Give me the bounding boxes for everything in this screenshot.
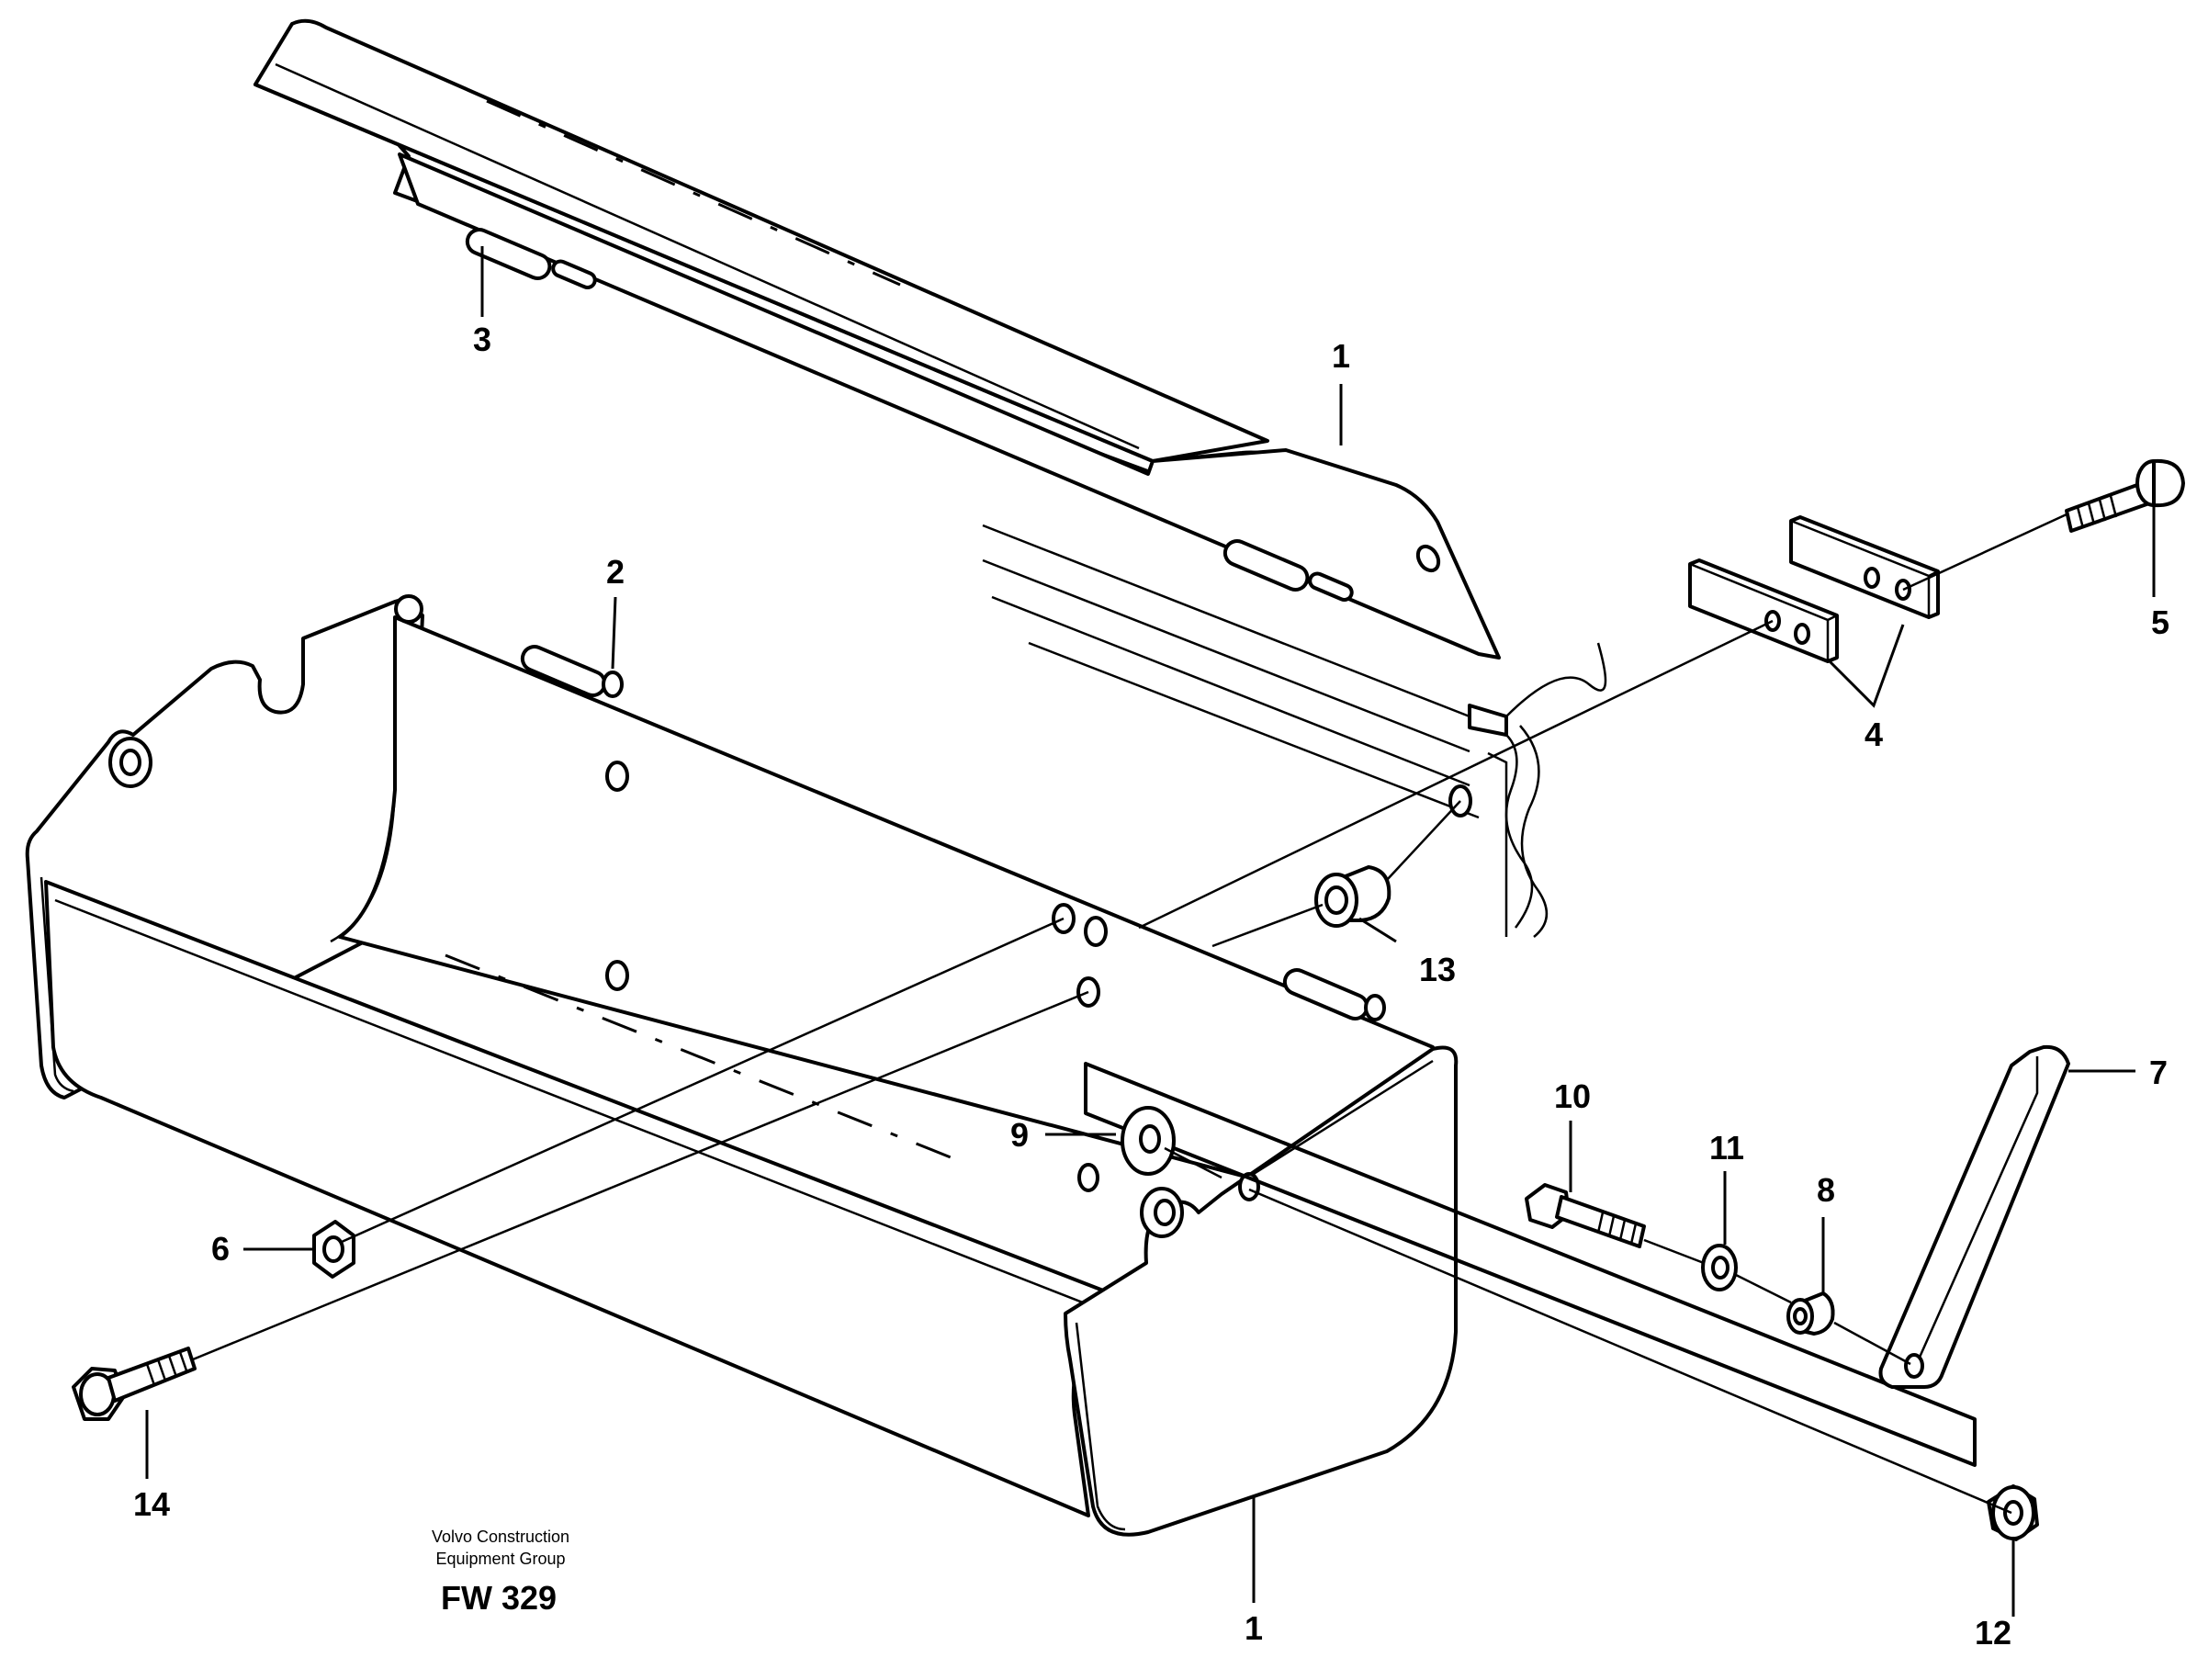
tray-part [25,594,1977,1537]
callout-9: 9 [1010,1116,1029,1154]
callout-1-bottom: 1 [1245,1609,1263,1647]
callout-12: 12 [1975,1614,2011,1652]
callout-labels: 1 2 3 4 5 13 7 8 9 10 11 6 14 1 12 [133,321,2169,1652]
publisher-caption: Volvo Construction Equipment Group FW 32… [432,1528,569,1617]
strap-part-7 [1878,1044,2070,1389]
callout-7: 7 [2149,1054,2168,1091]
callout-13: 13 [1419,951,1456,988]
callout-11: 11 [1709,1129,1744,1167]
bolt-part-5 [2065,458,2185,533]
leader-lines [145,246,2156,1617]
washer-part-9 [1121,1106,1176,1176]
callout-8: 8 [1817,1171,1835,1209]
bracket-part-4 [1688,515,1940,663]
figure-code: FW 329 [441,1579,557,1617]
callout-2: 2 [606,553,625,591]
callout-4: 4 [1865,716,1883,753]
bolt-part-10 [1525,1183,1646,1248]
bolt-part-14 [72,1347,197,1421]
nut-part-6 [312,1220,355,1279]
assembly-lines [192,513,2067,1515]
nut-part-12 [1987,1484,2039,1541]
callout-6: 6 [211,1230,230,1268]
lid-part [254,18,1501,660]
bushing-part-8 [1786,1291,1835,1336]
callout-10: 10 [1554,1077,1591,1115]
callout-14: 14 [133,1485,170,1523]
spacer-part-13 [1314,865,1391,928]
washer-part-11 [1701,1244,1738,1291]
caption-line-2: Equipment Group [435,1550,565,1568]
callout-1-top: 1 [1332,337,1350,375]
caption-line-1: Volvo Construction [432,1528,569,1546]
callout-5: 5 [2151,603,2169,641]
callout-3: 3 [473,321,491,358]
